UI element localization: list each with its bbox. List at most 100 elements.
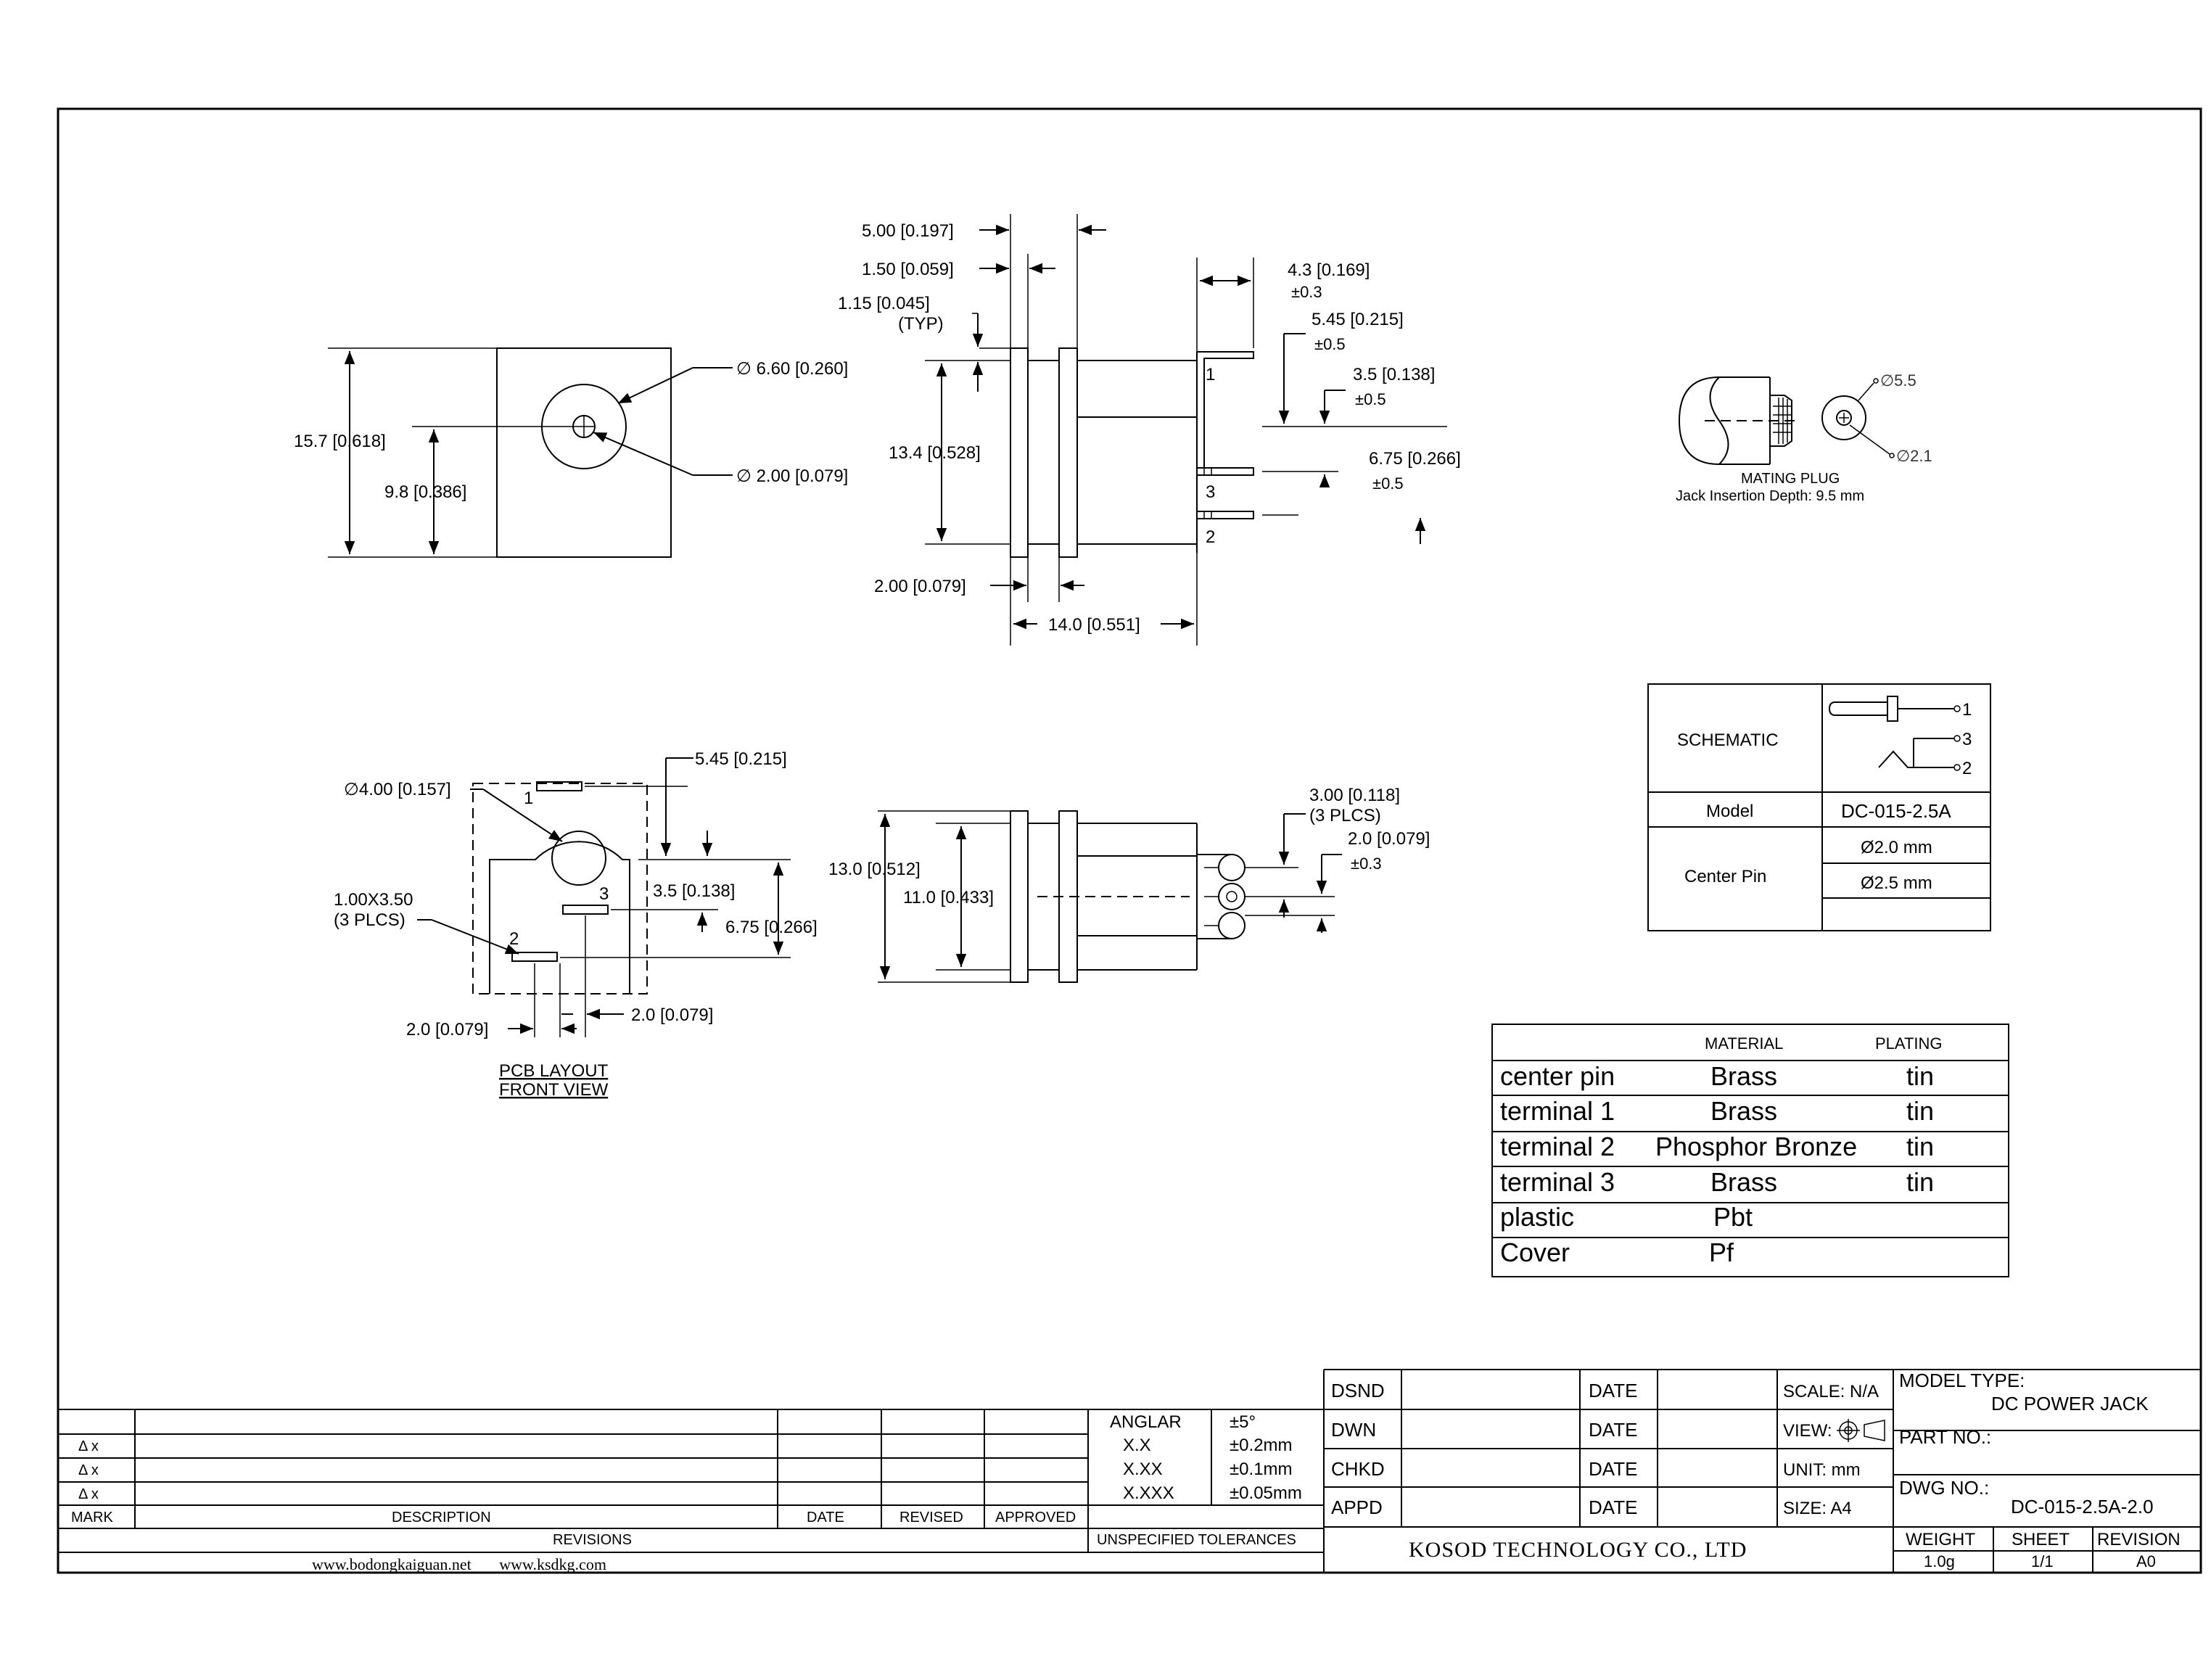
date-label-2: DATE [1589,1419,1637,1441]
mating-plug: ∅5.5 ∅2.1 MATING PLUG Jack Insertion Dep… [1676,371,1932,504]
material-row-4-material: Brass [1710,1167,1777,1197]
terminal-2 [1196,511,1254,519]
side-view-flange-2 [1058,347,1078,558]
tol-value-4: ±0.05mm [1230,1483,1302,1503]
material-header: MATERIAL [1705,1034,1783,1053]
revisions-footer: REVISIONS [553,1532,632,1548]
tol-label-4: X.XXX [1123,1483,1174,1503]
size-label: SIZE: A4 [1783,1499,1852,1518]
weight-label: WEIGHT [1906,1530,1975,1549]
front-outer-diameter: ∅ 6.60 [0.260] [736,359,848,379]
pcb-subtitle: FRONT VIEW [499,1080,609,1100]
pcb-pad-x: 5.45 [0.215] [695,749,787,769]
material-row-5-material: Pbt [1713,1202,1753,1232]
projection-icon [1837,1419,1885,1442]
pcb-dy1: 3.5 [0.138] [653,881,735,901]
side-t1-offset: 5.45 [0.215] [1312,310,1404,329]
date-label-1: DATE [1589,1380,1637,1401]
side-flange-offset: 1.15 [0.045] [838,294,930,313]
model-type-label: MODEL TYPE: [1899,1370,2025,1391]
tol-value-3: ±0.1mm [1230,1459,1293,1479]
material-row-6-material: Pf [1709,1238,1734,1267]
weight-value: 1.0g [1924,1552,1955,1570]
pcb-dx1: 2.0 [0.079] [406,1020,488,1039]
pcb-layout: 1 3 2 ∅4.00 [0.157] 1.00X3.50 (3 PLCS) 5… [334,749,818,1100]
pcb-hole-d: ∅4.00 [0.157] [344,780,451,799]
revision-label: REVISION [2097,1530,2181,1549]
rev-mark-2: Δ x [78,1462,99,1478]
websites: www.bodongkaiguan.net www.ksdkg.com [312,1555,606,1573]
unit-label: UNIT: mm [1783,1460,1861,1480]
side-term-length-tol: ±0.3 [1291,283,1322,301]
rev-header-description: DESCRIPTION [392,1510,491,1525]
side-term-length: 4.3 [0.169] [1288,260,1370,280]
side-term-3-label: 3 [1206,482,1215,502]
side-flange-thickness: 1.50 [0.059] [862,260,954,279]
front-view-body [496,347,672,558]
material-row-3-plating: tin [1906,1132,1934,1161]
view-label: VIEW: [1783,1421,1832,1441]
pcb-slot-count: (3 PLCS) [334,910,405,930]
schematic-pin-3: 3 [1962,730,1972,749]
material-row-4-plating: tin [1906,1167,1934,1197]
bottom-height-outer: 13.0 [0.512] [828,860,921,879]
rev-header-mark: MARK [71,1510,113,1525]
bottom-pin-1 [1218,854,1246,881]
material-table: MATERIAL PLATING center pin Brass tin te… [1491,1024,2009,1277]
sheet-value: 1/1 [2031,1552,2054,1570]
schematic-pin-1: 1 [1962,700,1972,720]
side-t3-offset-tol: ±0.5 [1355,390,1386,408]
rev-header-revised: REVISED [899,1510,963,1525]
pcb-pad-3 [562,905,609,915]
tol-label-2: X.X [1123,1436,1151,1455]
pcb-hole [551,831,606,886]
side-t2-offset-tol: ±0.5 [1372,474,1404,493]
sheet-label: SHEET [2012,1530,2070,1549]
front-outer-height: 15.7 [0.618] [294,432,386,451]
center-pin-value-1: Ø2.0 mm [1861,838,1932,857]
pcb-label-2: 2 [509,929,519,949]
material-row-1-plating: tin [1906,1061,1934,1091]
schematic-label: SCHEMATIC [1677,730,1779,750]
tolerances-footer: UNSPECIFIED TOLERANCES [1097,1532,1296,1548]
dwg-no-value: DC-015-2.5A-2.0 [2011,1496,2154,1518]
tol-label-1: ANGLAR [1110,1412,1182,1432]
bottom-pin-2 [1218,883,1246,910]
material-row-3-material: Phosphor Bronze [1655,1132,1857,1161]
material-row-1-material: Brass [1710,1061,1777,1091]
side-gap: 2.00 [0.079] [874,577,966,596]
bottom-pitch-count: (3 PLCS) [1309,806,1381,825]
scale-label: SCALE: N/A [1783,1382,1879,1401]
pcb-label-3: 3 [599,884,609,904]
role-chkd: CHKD [1331,1458,1385,1480]
material-row-2-plating: tin [1906,1096,1934,1126]
side-typ: (TYP) [898,314,944,334]
side-t2-offset: 6.75 [0.266] [1369,449,1461,469]
material-row-5-part: plastic [1500,1202,1574,1232]
plug-outer-d: ∅5.5 [1880,371,1916,390]
tol-value-1: ±5° [1230,1412,1256,1432]
bottom-pitch: 3.00 [0.118] [1309,786,1400,805]
model-label: Model [1706,802,1753,821]
terminal-3 [1196,467,1254,476]
bottom-height-inner: 11.0 [0.433] [903,888,994,907]
schematic-pin-2: 2 [1962,759,1972,778]
material-row-1-part: center pin [1500,1061,1615,1091]
tol-value-2: ±0.2mm [1230,1436,1293,1455]
role-dsnd: DSND [1331,1380,1385,1401]
tol-label-3: X.XX [1123,1459,1163,1479]
date-label-3: DATE [1589,1458,1637,1480]
plug-note: Jack Insertion Depth: 9.5 mm [1676,488,1864,504]
bottom-view: 13.0 [0.512] 11.0 [0.433] 3.00 [0.118] (… [828,786,1430,983]
material-row-4-part: terminal 3 [1500,1167,1615,1197]
side-body-length: 14.0 [0.551] [1048,615,1140,635]
pcb-pad-2 [511,952,558,962]
company-name: KOSOD TECHNOLOGY CO., LTD [1409,1538,1747,1562]
plug-end-outer [1821,395,1866,440]
revisions-block: Δ x Δ x Δ x MARK DESCRIPTION DATE REVISE… [58,1409,1324,1573]
tolerances-block: ANGLAR ±5° X.X ±0.2mm X.XX ±0.1mm X.XXX … [1088,1409,1324,1548]
role-dwn: DWN [1331,1419,1376,1441]
plug-title: MATING PLUG [1741,471,1840,487]
side-t1-offset-tol: ±0.5 [1314,335,1346,353]
